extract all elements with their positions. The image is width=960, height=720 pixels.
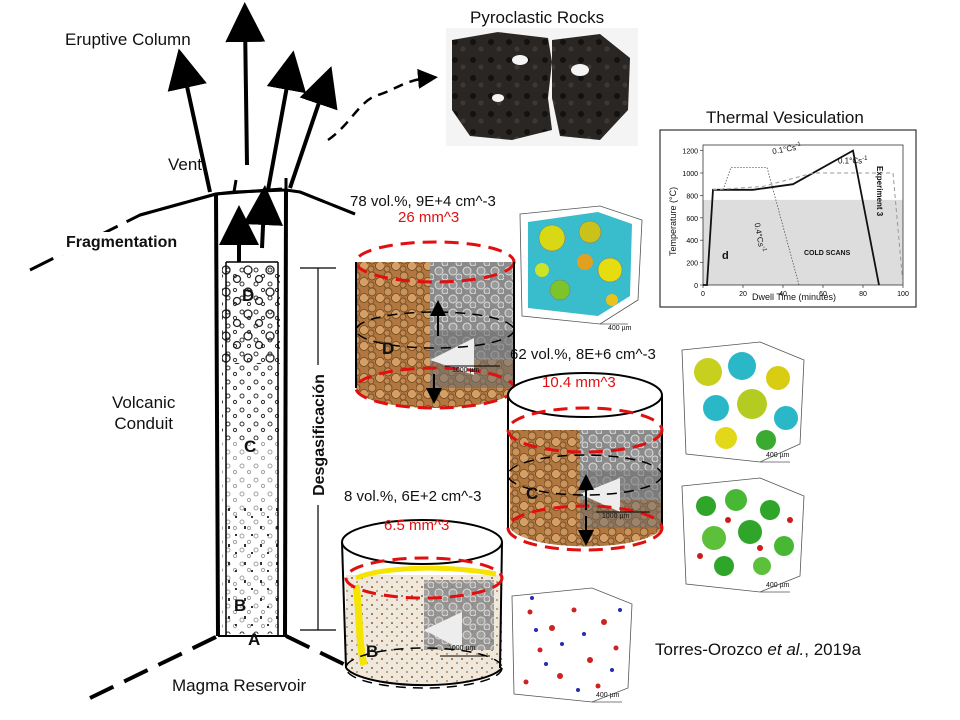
sample-d-scale: 1000 µm bbox=[452, 367, 480, 374]
sample-d-letter: D bbox=[382, 339, 395, 358]
thermal-axes bbox=[702, 144, 904, 286]
eruptive-column-label: Eruptive Column bbox=[65, 30, 191, 49]
volcano-slope bbox=[139, 188, 356, 217]
thermal-ytick-label: 1200 bbox=[682, 149, 698, 156]
sample-b-cylinder bbox=[341, 519, 504, 689]
sample-c-cube-scale: 400 µm bbox=[766, 452, 790, 459]
sample-c-volume: 10.4 mm^3 bbox=[542, 374, 616, 391]
reservoir-dashes bbox=[89, 634, 361, 700]
thermal-xtick-label: 60 bbox=[819, 291, 827, 298]
thermal-ytick-label: 600 bbox=[686, 216, 698, 223]
thermal-ytick-label: 0 bbox=[694, 283, 698, 290]
thermal-plot: 0 200 400 600 800 1000 1200 0 20 40 60 80 100 bbox=[682, 144, 909, 298]
thermal-rate-2: 0.1°Cs-1 bbox=[838, 156, 868, 166]
sample-d-cube-scale: 400 µm bbox=[608, 325, 632, 332]
sample-d-cube bbox=[519, 205, 643, 325]
thermal-ytick-label: 800 bbox=[686, 193, 698, 200]
sample-b-cube-scale: 400 µm bbox=[596, 692, 620, 699]
magma-reservoir-label: Magma Reservoir bbox=[172, 676, 307, 695]
sample-c-stats: 62 vol.%, 8E+6 cm^-3 bbox=[510, 346, 656, 363]
pyroclastic-rocks-label: Pyroclastic Rocks bbox=[470, 8, 605, 27]
fragmentation-arrows bbox=[219, 185, 284, 262]
degassing-label: Desgasificación bbox=[311, 365, 329, 505]
sample-b-cube bbox=[511, 587, 633, 703]
thermal-cold-scans: COLD SCANS bbox=[804, 250, 851, 257]
sample-b-scale: 1000 µm bbox=[448, 645, 476, 652]
thermal-ytick-label: 1000 bbox=[682, 171, 698, 178]
sample-c-scale: 1000 µm bbox=[602, 513, 630, 520]
sample-d-stats: 78 vol.%, 9E+4 cm^-3 bbox=[350, 193, 496, 210]
sample-c-cylinder bbox=[506, 372, 664, 552]
dashed-curve bbox=[712, 172, 904, 286]
thermal-ylabel: Temperature (°C) bbox=[668, 186, 678, 256]
zone-c-label: C bbox=[244, 437, 257, 456]
sample-c-cube2-scale: 400 µm bbox=[766, 582, 790, 589]
thermal-vesiculation-label: Thermal Vesiculation bbox=[706, 108, 864, 127]
sample-b-volume: 6.5 mm^3 bbox=[384, 517, 450, 534]
sample-c-cube-2 bbox=[681, 477, 805, 593]
sample-c-cube bbox=[681, 341, 805, 463]
citation-etal: et al. bbox=[767, 640, 805, 659]
thermal-panel-letter: d bbox=[722, 250, 729, 262]
thermal-xtick-label: 0 bbox=[701, 291, 705, 298]
eruption-arrows bbox=[167, 2, 338, 193]
dotted-curve bbox=[722, 166, 800, 286]
thermal-xtick-label: 40 bbox=[779, 291, 787, 298]
sample-d-cylinder bbox=[354, 240, 516, 410]
zone-d-label: D bbox=[242, 286, 255, 305]
sample-d-volume: 26 mm^3 bbox=[398, 209, 460, 226]
thermal-experiment-label: Experiment 3 bbox=[875, 166, 884, 217]
sample-b-letter: B bbox=[366, 642, 379, 661]
volcanic-conduit-label: Volcanic Conduit bbox=[112, 393, 176, 433]
thermal-xlabel: Dwell Time (minutes) bbox=[752, 292, 837, 302]
sample-c-letter: C bbox=[526, 484, 539, 503]
thermal-xtick-label: 20 bbox=[739, 291, 747, 298]
cold-scans-band bbox=[703, 199, 903, 285]
vent-label: Vent bbox=[168, 155, 203, 174]
citation-year: , 2019a bbox=[804, 640, 862, 659]
thermal-xtick-label: 100 bbox=[897, 291, 909, 298]
volcanic-conduit bbox=[214, 189, 288, 637]
thermal-xtick-label: 80 bbox=[859, 291, 867, 298]
pyroclastic-rocks-photo bbox=[446, 28, 638, 146]
zone-a-label: A bbox=[248, 630, 261, 649]
zone-b-label: B bbox=[234, 596, 247, 615]
thermal-ytick-label: 200 bbox=[686, 261, 698, 268]
fragmentation-label: Fragmentation bbox=[48, 232, 196, 255]
pyroclast-arrow bbox=[327, 68, 438, 142]
citation-authors: Torres-Orozco bbox=[655, 640, 768, 659]
experiment-3-curve bbox=[703, 149, 880, 286]
sample-b-stats: 8 vol.%, 6E+2 cm^-3 bbox=[344, 488, 482, 505]
volcano-slope-dashed bbox=[29, 190, 356, 272]
thermal-ytick-label: 400 bbox=[686, 238, 698, 245]
citation: Torres-Orozco et al., 2019a bbox=[655, 640, 861, 660]
